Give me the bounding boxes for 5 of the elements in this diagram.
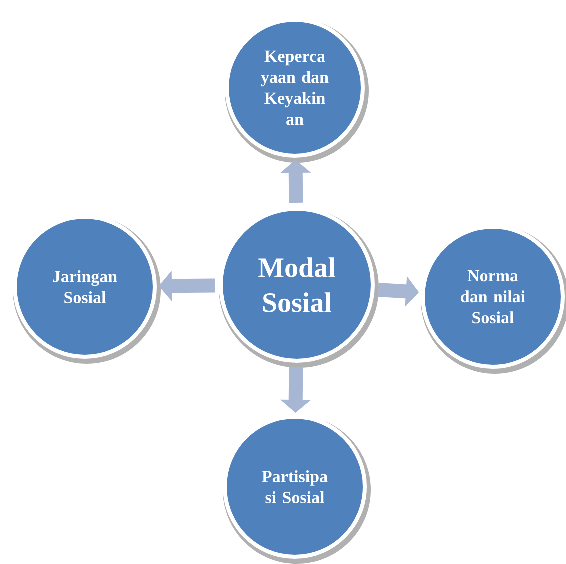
- circle-node: Partisipa si Sosial: [223, 415, 367, 559]
- circle-node: Modal Sosial: [219, 207, 375, 363]
- circle-node: Norma dan nilai Sosial: [421, 225, 565, 369]
- circle-node: Jaringan Sosial: [13, 215, 157, 359]
- circle-node: Keperca yaan dan Keyakin an: [225, 18, 365, 158]
